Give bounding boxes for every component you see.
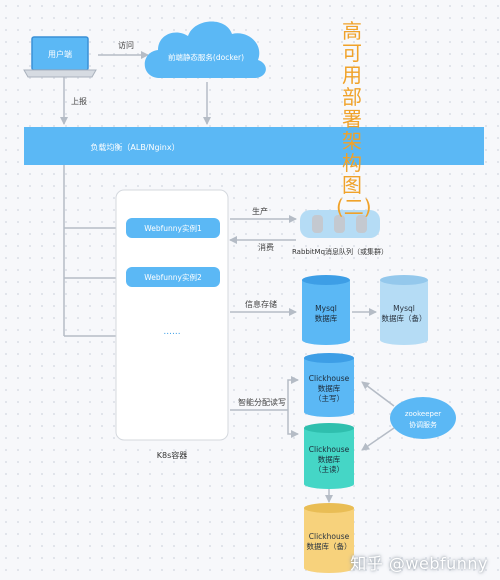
clickhouse-master-db-label: （主写） bbox=[314, 393, 344, 403]
title-char: 图 bbox=[342, 173, 362, 197]
mysql-backup-db-top bbox=[380, 275, 428, 285]
zookeeper: zookeeper 协调服务 bbox=[390, 397, 456, 439]
mysql-db-label: 数据库 bbox=[315, 313, 338, 323]
arrow-zk-master bbox=[361, 381, 395, 407]
mysql-backup-db-body bbox=[380, 280, 428, 345]
title-char: 用 bbox=[342, 63, 362, 87]
zookeeper-label-2: 协调服务 bbox=[409, 420, 437, 429]
mysql-db-body bbox=[302, 280, 350, 345]
label-consume: 消费 bbox=[258, 242, 274, 252]
mysql-db-label: Mysql bbox=[315, 304, 337, 313]
title-char: 架 bbox=[342, 129, 362, 153]
title-char: 高 bbox=[342, 19, 362, 43]
title-char: 可 bbox=[342, 41, 362, 65]
clickhouse-master-db-body bbox=[304, 358, 354, 417]
static-service-cloud: 前端静态服务(docker) bbox=[144, 21, 266, 78]
title-char: 署 bbox=[342, 107, 362, 131]
rabbitmq-label: RabbitMq消息队列（或集群） bbox=[292, 247, 388, 256]
mysql-backup-db-label: 数据库（备） bbox=[382, 313, 427, 323]
clickhouse-backup-db-top bbox=[304, 503, 354, 513]
clickhouse-master-db-top bbox=[304, 353, 354, 363]
title-char: (二) bbox=[336, 195, 372, 219]
clickhouse-backup-db-label: Clickhouse bbox=[309, 532, 350, 541]
user-client-laptop: 用户端 bbox=[23, 36, 97, 78]
clickhouse-read-db-top bbox=[304, 423, 354, 433]
instance-2-label: Webfunny实例2 bbox=[144, 272, 202, 282]
label-visit: 访问 bbox=[118, 40, 134, 50]
clickhouse-read-db-label: 数据库 bbox=[318, 454, 341, 464]
clickhouse-backup-db-body bbox=[304, 508, 354, 573]
label-report: 上报 bbox=[71, 96, 87, 106]
zookeeper-label-1: zookeeper bbox=[405, 410, 441, 418]
clickhouse-read-db-body bbox=[304, 428, 354, 489]
user-client-label: 用户端 bbox=[48, 49, 72, 59]
databases: Mysql数据库Mysql数据库（备）Clickhouse数据库（主写）Clic… bbox=[302, 275, 428, 573]
arrow-rw-master bbox=[287, 376, 299, 410]
clickhouse-master-db-label: 数据库 bbox=[318, 383, 341, 393]
edge-labels: 访问 上报 生产 消费 信息存储 智能分配读写 bbox=[71, 40, 286, 407]
k8s-container: K8s容器 bbox=[115, 189, 229, 460]
label-produce: 生产 bbox=[252, 206, 268, 216]
instance-more: ...... bbox=[163, 327, 180, 337]
instance-2: Webfunny实例2 bbox=[126, 267, 220, 287]
label-store: 信息存储 bbox=[245, 299, 277, 309]
mysql-db-top bbox=[302, 275, 350, 285]
k8s-label: K8s容器 bbox=[157, 450, 188, 460]
zhihu-watermark: 知乎 @webfunny bbox=[350, 554, 488, 573]
label-smart-rw: 智能分配读写 bbox=[238, 397, 286, 407]
clickhouse-read-db-label: Clickhouse bbox=[309, 445, 350, 454]
instance-1: Webfunny实例1 bbox=[126, 218, 220, 238]
rabbitmq: RabbitMq消息队列（或集群） bbox=[292, 210, 388, 256]
arrow-rw-read bbox=[287, 410, 299, 438]
instance-1-label: Webfunny实例1 bbox=[144, 223, 202, 233]
mysql-backup-db-label: Mysql bbox=[393, 304, 415, 313]
title-char: 部 bbox=[342, 85, 362, 109]
clickhouse-backup-db-label: 数据库（备） bbox=[307, 541, 352, 551]
load-balancer: 负载均衡（ALB/Nginx） bbox=[24, 127, 484, 165]
clickhouse-read-db-label: （主读） bbox=[314, 464, 344, 474]
static-service-label: 前端静态服务(docker) bbox=[168, 52, 244, 62]
title-char: 构 bbox=[342, 151, 362, 175]
arrow-zk-read bbox=[361, 427, 395, 451]
clickhouse-master-db-label: Clickhouse bbox=[309, 374, 350, 383]
load-balancer-label: 负载均衡（ALB/Nginx） bbox=[90, 142, 179, 152]
connectors bbox=[60, 51, 395, 503]
